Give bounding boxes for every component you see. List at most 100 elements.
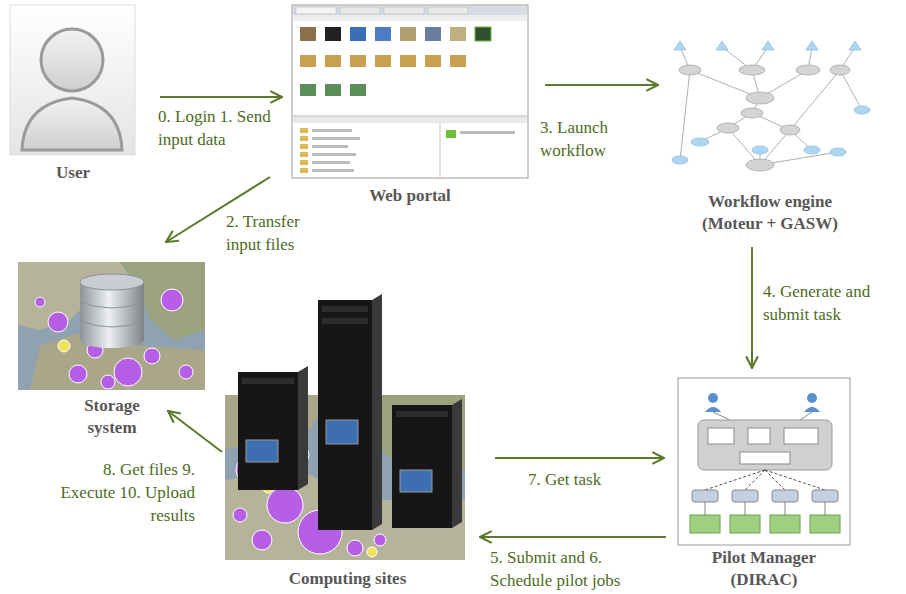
- dirac-diagram-part: [708, 428, 734, 444]
- storage-map-part-part: [58, 340, 70, 352]
- user-icon-part: [22, 98, 122, 150]
- dirac-diagram-part-part: [770, 515, 800, 533]
- storage-map-part: [18, 262, 205, 390]
- web-portal-screenshot-part: [300, 152, 308, 157]
- server-racks-part: [318, 300, 372, 530]
- dirac-diagram-part-part: [812, 490, 838, 502]
- web-portal-screenshot-part: [475, 27, 491, 41]
- web-portal-screenshot-part: [300, 55, 316, 67]
- web-portal-screenshot-part: [400, 55, 416, 67]
- web-portal-screenshot-part: [325, 84, 341, 96]
- web-portal-screenshot-part: [350, 84, 366, 96]
- workflow-graph-part-part: [762, 41, 774, 50]
- server-racks-part: [322, 318, 368, 324]
- picture-node: User: [8, 5, 138, 184]
- server-racks-part: [326, 420, 358, 444]
- workflow-graph-part-part: [806, 41, 818, 50]
- server-racks-part: [400, 470, 432, 492]
- web-portal-screenshot-part: [300, 136, 308, 141]
- flow-arrow: [751, 247, 753, 368]
- workflow-graph-part-part: [854, 106, 870, 114]
- dirac-diagram-part-part: [732, 490, 758, 502]
- workflow-graph-part: [680, 70, 690, 160]
- flow-arrow: [166, 177, 270, 242]
- server-racks-part: [238, 372, 298, 490]
- workflow-graph-part: [790, 70, 840, 130]
- server-racks: [238, 294, 462, 530]
- web-portal-screenshot-part: [425, 55, 441, 67]
- workflow-graph-part-part: [796, 65, 820, 75]
- web-portal-screenshot-part: [300, 144, 308, 149]
- computing-map-part-part: [367, 547, 377, 557]
- dirac-diagram-part: [807, 393, 817, 403]
- computing-map-part-part: [252, 530, 272, 550]
- dirac-diagram-part-part: [765, 470, 825, 490]
- node-label: User: [13, 162, 133, 184]
- web-portal-screenshot-part: [400, 27, 416, 41]
- storage-map-part: [80, 321, 144, 327]
- web-portal-screenshot-part: [312, 161, 350, 164]
- dirac-diagram-part-part: [705, 470, 765, 490]
- web-portal-screenshot-part: [425, 27, 441, 41]
- workflow-graph-part: [679, 65, 850, 171]
- server-racks-part: [392, 405, 452, 528]
- storage-map-part: [80, 282, 144, 340]
- step-label: 8. Get files 9. Execute 10. Upload resul…: [45, 458, 195, 527]
- dirac-diagram-part: [705, 470, 825, 490]
- web-portal-screenshot-part: [293, 117, 527, 123]
- workflow-graph-part-part: [780, 125, 800, 135]
- workflow-graph-part-part: [679, 65, 701, 75]
- storage-map-part-part: [179, 365, 193, 379]
- web-portal-screenshot-part: [292, 5, 528, 178]
- storage-map-part: [80, 332, 144, 348]
- server-racks-part: [322, 306, 368, 312]
- web-portal-screenshot-part: [312, 137, 360, 140]
- web-portal-screenshot-part: [446, 130, 456, 138]
- workflow-graph-part-part: [746, 159, 774, 171]
- workflow-graph-part-part: [830, 65, 850, 75]
- web-portal-screenshot-part: [450, 55, 466, 67]
- web-portal-screenshot-part: [350, 55, 366, 67]
- web-portal-screenshot-part: [428, 7, 468, 14]
- server-racks-part: [242, 378, 294, 384]
- server-racks-part: [372, 294, 382, 530]
- storage-map-part: [80, 302, 144, 308]
- step-label: 7. Get task: [528, 468, 638, 491]
- dirac-diagram-part: [690, 515, 840, 533]
- step-label: 5. Submit and 6. Schedule pilot jobs: [490, 546, 665, 592]
- web-portal-screenshot-part: [375, 27, 391, 41]
- storage-map-part: [80, 274, 144, 290]
- picture-node: Computing sites: [225, 295, 470, 590]
- workflow-graph-part-part: [752, 146, 768, 154]
- web-portal-screenshot-part: [450, 27, 466, 41]
- web-portal-screenshot-part: [300, 27, 316, 41]
- storage-map-part-part: [101, 375, 115, 389]
- picture-node: Pilot Manager (DIRAC): [676, 378, 852, 591]
- dirac-diagram-part: [705, 502, 825, 515]
- dirac-diagram-part-part: [745, 470, 765, 490]
- web-portal-screenshot-part: [293, 116, 527, 117]
- dirac-diagram-part: [804, 407, 820, 412]
- storage-map-part: [30, 330, 205, 390]
- web-portal-screenshot-part: [300, 84, 316, 96]
- workflow-graph-part-part: [672, 156, 688, 164]
- storage-map-part-part: [35, 297, 45, 307]
- workflow-graph-part-part: [691, 138, 709, 146]
- web-portal-screenshot-part: [312, 129, 352, 132]
- server-racks-part: [298, 366, 308, 490]
- storage-map-part-part: [114, 358, 142, 386]
- storage-map-part-part: [144, 348, 160, 364]
- dirac-diagram-part: [678, 378, 850, 545]
- workflow-graph-part-part: [739, 65, 765, 75]
- web-portal-screenshot-part: [325, 27, 341, 41]
- flow-arrow: [160, 96, 282, 98]
- dirac-diagram-part-part: [705, 502, 706, 515]
- step-label: 0. Login 1. Send input data: [158, 105, 283, 151]
- picture-node: Workflow engine (Moteur + GASW): [670, 35, 870, 235]
- step-label: 2. Transfer input files: [226, 210, 326, 256]
- dirac-diagram-part-part: [692, 490, 718, 502]
- dirac-diagram-part: [748, 428, 770, 444]
- storage-map-part-part: [69, 365, 87, 383]
- workflow-graph-part: [672, 41, 870, 164]
